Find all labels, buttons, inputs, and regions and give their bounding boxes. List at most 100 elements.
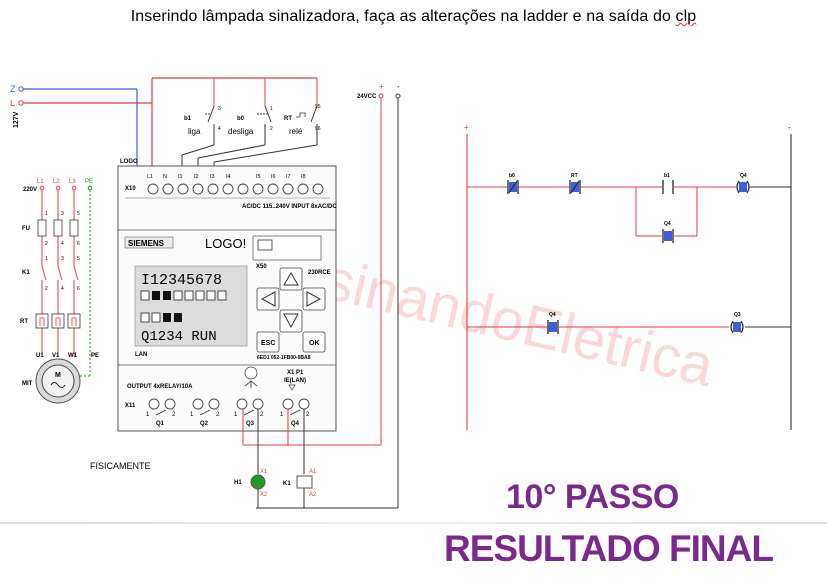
voltage-220-label: 220V [23, 187, 37, 193]
svg-text:PE: PE [85, 179, 93, 185]
ground-icon [244, 380, 258, 388]
svg-text:6: 6 [77, 241, 80, 247]
key-up[interactable] [279, 267, 303, 291]
svg-text:1: 1 [45, 256, 48, 262]
b0-name: desliga [228, 127, 254, 136]
key-esc[interactable] [256, 331, 280, 353]
k1-coil-label: K1 [283, 481, 291, 487]
fisicamente-label: FISICAMENTE [90, 461, 151, 471]
key-left[interactable] [256, 287, 280, 311]
arrow-down-icon [283, 313, 299, 329]
svg-text:b1: b1 [664, 173, 670, 179]
svg-text:5: 5 [77, 211, 80, 217]
arrow-up-icon [283, 272, 299, 286]
plc-model: 230RCE [308, 270, 331, 276]
svg-text:I7: I7 [286, 174, 291, 180]
svg-text:4: 4 [218, 126, 221, 132]
z-label: Z [10, 84, 16, 94]
svg-text:X10: X10 [125, 186, 136, 192]
svg-text:A2: A2 [309, 492, 317, 498]
svg-text:Q3: Q3 [246, 421, 255, 427]
svg-text:I2: I2 [194, 174, 199, 180]
sd-card-icon [257, 239, 273, 251]
key-right[interactable] [302, 287, 326, 311]
svg-text:IE(LAN): IE(LAN) [284, 378, 306, 384]
svg-text:Q4: Q4 [664, 221, 671, 227]
ladder-coil-q4: Q4 [736, 173, 750, 194]
key-down[interactable] [279, 309, 303, 333]
ladder-coil-q3: Q3 [730, 312, 744, 334]
ladder-contact-q4: Q4 [547, 312, 559, 334]
svg-text:PE: PE [91, 353, 99, 359]
svg-text:2: 2 [270, 126, 273, 132]
input-contacts: b1 liga 3 4 b0 desliga 1 2 RT relé 95 96 [181, 78, 321, 170]
step-title: 10° PASSO [506, 478, 679, 516]
svg-text:1: 1 [280, 412, 284, 418]
svg-text:Q1: Q1 [156, 421, 165, 427]
svg-text:-: - [788, 123, 791, 132]
svg-text:U1: U1 [36, 353, 44, 359]
lcd-output-status [140, 312, 182, 323]
svg-text:I3: I3 [210, 174, 215, 180]
svg-text:5: 5 [77, 256, 80, 262]
k1-motor-label: K1 [22, 270, 30, 276]
plc-lcd [134, 265, 248, 347]
svg-text:A1: A1 [309, 469, 317, 475]
svg-text:LAN: LAN [135, 352, 147, 358]
svg-text:3: 3 [218, 106, 221, 112]
voltage-127-label: 127V [13, 111, 20, 128]
b0-tag: b0 [237, 116, 245, 122]
title-main-text: Inserindo lâmpada sinalizadora, faça as … [130, 8, 676, 25]
lcd-input-status [140, 290, 227, 301]
svg-text:I6: I6 [271, 174, 276, 180]
svg-text:W1: W1 [68, 353, 78, 359]
vcc-source: 24VCC + - [243, 82, 401, 509]
svg-text:I1: I1 [178, 174, 183, 180]
l-terminal [18, 100, 24, 106]
page-title: Inserindo lâmpada sinalizadora, faça as … [0, 8, 827, 26]
z-terminal [18, 86, 24, 92]
svg-text:95: 95 [315, 104, 321, 110]
svg-text:-: - [397, 82, 400, 91]
k1-coil [296, 475, 313, 489]
svg-text:1: 1 [146, 412, 150, 418]
svg-text:2: 2 [45, 241, 48, 247]
l-label: L [10, 98, 15, 108]
svg-text:I5: I5 [256, 174, 261, 180]
rt-tag: RT [284, 116, 292, 122]
svg-text:RT: RT [571, 173, 578, 179]
pilot-lamp-icon [250, 474, 266, 490]
key-ok[interactable] [302, 331, 326, 353]
rt-name: relé [289, 127, 303, 136]
svg-text:1: 1 [190, 412, 194, 418]
svg-text:X50: X50 [256, 264, 267, 270]
b1-name: liga [188, 127, 201, 136]
svg-text:1: 1 [234, 412, 238, 418]
svg-text:3: 3 [61, 211, 64, 217]
svg-text:4: 4 [61, 241, 64, 247]
svg-text:2: 2 [216, 412, 220, 418]
motor-power-circuit: 220V L1 L2 L3 PE FU 1 3 5 2 4 6 K1 [20, 179, 151, 471]
svg-text:Q4: Q4 [740, 173, 747, 179]
svg-text:ESC: ESC [261, 340, 275, 347]
svg-text:1: 1 [270, 106, 273, 112]
svg-text:Q2: Q2 [200, 421, 209, 427]
output-terminals [148, 398, 310, 410]
svg-text:L1: L1 [37, 179, 44, 185]
svg-text:Q4: Q4 [549, 312, 556, 318]
vcc-label: 24VCC [357, 94, 377, 100]
svg-text:X2: X2 [260, 492, 268, 498]
b1-tag: b1 [184, 116, 192, 122]
svg-text:OK: OK [309, 340, 320, 347]
ladder-contact-rt: RT [569, 173, 581, 194]
mit-label: MIT [22, 381, 33, 387]
title-tail-text: clp [675, 8, 697, 25]
svg-text:2: 2 [306, 412, 310, 418]
svg-text:6: 6 [77, 286, 80, 292]
svg-text:L3: L3 [69, 179, 76, 185]
plc-logo-word: LOGO! [205, 236, 246, 251]
lcd-outputs-line: Q1234 RUN [141, 329, 217, 345]
svg-text:Q4: Q4 [291, 421, 300, 427]
svg-text:I8: I8 [301, 174, 306, 180]
